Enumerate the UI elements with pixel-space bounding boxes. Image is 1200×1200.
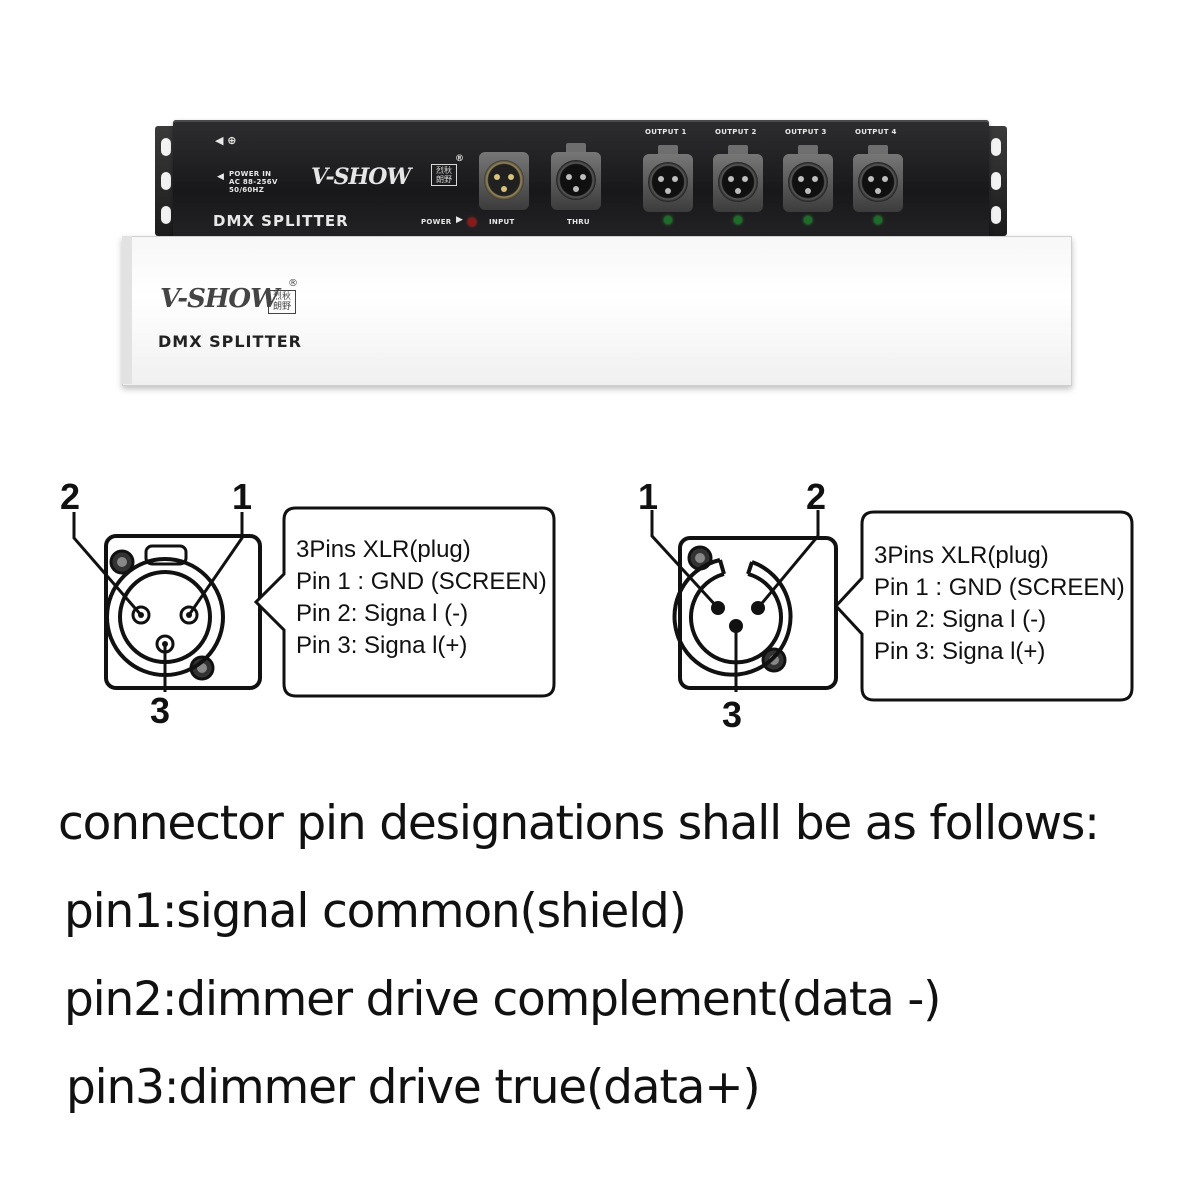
box-logo: V-SHOW [160,284,279,314]
box-registered-mark: ® [288,278,298,289]
pin3-description: pin3:dimmer drive true(data+) [66,1060,761,1115]
xlr-male-diagram [650,510,1134,702]
leader-line-1 [187,512,244,616]
output-4-led [874,216,882,224]
front-panel: ◀ ⊕ ◀ POWER IN AC 88-256V 50/60HZ DMX SP… [173,120,989,240]
female-pin-label-1: 1 [232,476,253,517]
rack-ear-left [155,126,177,236]
pin2-description: pin2:dimmer drive complement(data -) [64,972,941,1027]
male-outer-ring [672,558,793,677]
input-label: INPUT [489,218,515,226]
output-2-xlr-connector[interactable] [713,145,763,212]
pin-designation-heading: connector pin designations shall be as f… [58,796,1100,851]
power-led [468,218,476,226]
power-in-arrow-icon: ◀ [217,172,224,182]
output-2-led [734,216,742,224]
female-callout-box [253,506,556,698]
female-pin-label-3: 3 [150,690,171,731]
product-box [122,236,1072,386]
output-3-led [804,216,812,224]
rack-ear-right [985,126,1007,236]
output-1-label: OUTPUT 1 [645,128,687,136]
power-in-label: POWER IN AC 88-256V 50/60HZ [229,170,278,194]
output-1-xlr-connector[interactable] [643,145,693,212]
device-logo-cn: 烈秋 朗野 [431,164,457,186]
thru-xlr-connector[interactable] [551,143,601,210]
xlr-female-diagram [72,506,556,698]
dmx-splitter-device: ◀ ⊕ ◀ POWER IN AC 88-256V 50/60HZ DMX SP… [155,120,1007,242]
device-registered-mark: ® [455,154,464,164]
female-pin-label-2: 2 [60,476,81,517]
output-3-label: OUTPUT 3 [785,128,827,136]
male-pin-label-1: 1 [638,476,659,517]
male-pin-label-3: 3 [722,694,743,735]
thru-label: THRU [567,218,590,226]
device-title: DMX SPLITTER [213,212,349,230]
male-callout-box [833,510,1134,702]
output-3-xlr-connector[interactable] [783,145,833,212]
output-4-xlr-connector[interactable] [853,145,903,212]
output-4-label: OUTPUT 4 [855,128,897,136]
male-pin-label-2: 2 [806,476,827,517]
male-callout-text: 3Pins XLR(plug) Pin 1 : GND (SCREEN) Pin… [874,542,1125,665]
box-title: DMX SPLITTER [158,332,302,351]
ground-icon: ◀ ⊕ [215,134,237,147]
output-2-label: OUTPUT 2 [715,128,757,136]
female-callout-text: 3Pins XLR(plug) Pin 1 : GND (SCREEN) Pin… [296,536,547,659]
power-label: POWER [421,218,452,226]
product-box-end [122,236,132,384]
leader-line-2-male [756,510,820,609]
leader-line-2 [72,512,143,616]
power-arrow-icon: ▶ [456,215,463,225]
input-xlr-connector[interactable] [479,152,529,210]
output-1-led [664,216,672,224]
device-logo: V-SHOW [311,164,411,190]
box-logo-cn: 烈秋 朗野 [268,290,296,314]
leader-line-1-male [650,510,720,610]
pin1-description: pin1:signal common(shield) [64,884,687,939]
